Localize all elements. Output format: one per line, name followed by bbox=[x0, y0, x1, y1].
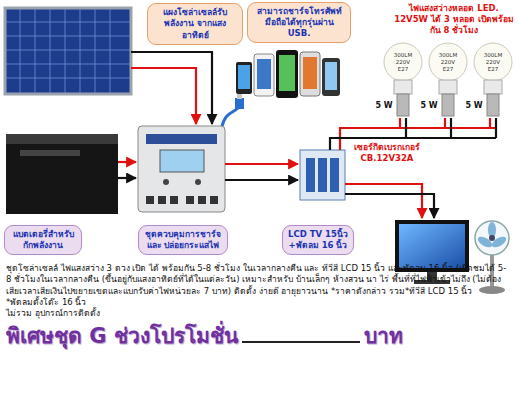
cable bbox=[222, 108, 238, 126]
bulb-base bbox=[442, 94, 454, 116]
phone-screen bbox=[325, 62, 337, 90]
usb-plug bbox=[235, 98, 244, 109]
phone-screen bbox=[238, 65, 250, 89]
callout-bubble: ชุดควบคุมการชาร์จ และ ปล่อยกระแสไฟ bbox=[138, 225, 228, 255]
battery bbox=[6, 134, 118, 214]
fan-hub bbox=[489, 235, 495, 241]
controller-button bbox=[195, 179, 201, 185]
bulb-neck bbox=[394, 80, 412, 94]
bulb-glass bbox=[384, 43, 422, 81]
promo-line: พิเศษชุด G ช่วงโปรโมชั่น บาท bbox=[6, 323, 512, 350]
wire bbox=[225, 179, 298, 181]
bulb-glass bbox=[474, 43, 512, 81]
breaker-box bbox=[300, 150, 345, 200]
wire bbox=[345, 194, 434, 218]
bulb-spec: 300LM 220V E27 bbox=[435, 52, 461, 73]
wire bbox=[400, 118, 490, 128]
wire bbox=[118, 177, 136, 179]
phone bbox=[236, 62, 252, 94]
bulb-spec: 300LM 220V E27 bbox=[480, 52, 506, 73]
note-line: ไม่รวม อุปกรณ์การติดตั้ง bbox=[6, 308, 512, 319]
callout-bubble: สามารถชาร์จโทรศัพท์ มือถือได้ทุกรุ่นผ่าน… bbox=[247, 2, 351, 43]
usb-cable bbox=[222, 94, 244, 126]
led-bulbs bbox=[384, 43, 512, 116]
fan-guard bbox=[475, 221, 509, 255]
controller-terminals bbox=[146, 196, 218, 204]
bulb-spec: 300LM 220V E27 bbox=[390, 52, 416, 73]
bubble-text: แผงโซล่าเซลล์รับพลังงาน จากแสงอาทิตย์ bbox=[153, 7, 237, 40]
wire bbox=[131, 52, 212, 124]
battery-badge bbox=[20, 150, 80, 156]
bulb-base bbox=[397, 94, 409, 116]
wattage-label: 5 W bbox=[419, 101, 439, 111]
wattage-label: 5 W bbox=[464, 101, 484, 111]
bubble-text: LCD TV 15นิ้ว +พัดลม 16 นิ้ว bbox=[288, 229, 348, 251]
text-block: ชุดโซล่าเซลล์ ไฟแสงสว่าง 3 ดวง เปิด ได้ … bbox=[6, 263, 512, 350]
solar-panel bbox=[5, 8, 131, 94]
callout-bubble: LCD TV 15นิ้ว +พัดลม 16 นิ้ว bbox=[282, 225, 354, 255]
circuit-breaker bbox=[300, 150, 345, 200]
phones bbox=[236, 50, 340, 98]
breaker-switch bbox=[330, 158, 339, 192]
bulb-base bbox=[487, 94, 499, 116]
wire bbox=[406, 118, 496, 138]
bubble-text: สามารถชาร์จโทรศัพท์ มือถือได้ทุกรุ่นผ่าน… bbox=[253, 6, 345, 39]
note-line: *พัดลมตั้งโต๊ะ 16 นิ้ว bbox=[6, 297, 512, 308]
charge-controller bbox=[138, 126, 225, 212]
controller-lcd bbox=[160, 150, 204, 172]
wire bbox=[131, 68, 196, 124]
callout-bubble: แผงโซล่าเซลล์รับพลังงาน จากแสงอาทิตย์ bbox=[147, 3, 243, 44]
tv-screen bbox=[399, 224, 465, 268]
phone-screen bbox=[303, 57, 317, 89]
phone bbox=[276, 50, 298, 98]
lcd-tv bbox=[395, 220, 469, 284]
led-note: ไฟแสงสว่างหลอด LED. 12V5W ได้ 3 หลอด เปิ… bbox=[394, 3, 514, 36]
wire bbox=[225, 163, 298, 165]
wire bbox=[345, 184, 422, 218]
battery-top bbox=[6, 134, 118, 144]
wire bbox=[118, 161, 136, 163]
bulb-neck bbox=[439, 80, 457, 94]
bulb-glass bbox=[429, 43, 467, 81]
phone bbox=[254, 54, 274, 96]
battery-body bbox=[6, 134, 118, 214]
promo-title: พิเศษชุด G ช่วงโปรโมชั่น bbox=[6, 323, 238, 350]
panel-frame bbox=[5, 8, 131, 94]
blank-underline bbox=[242, 323, 360, 343]
breaker-label: เซอร์กิตเบรกเกอร์ CB.12V32A bbox=[350, 142, 424, 164]
wiring bbox=[118, 52, 496, 218]
controller-body bbox=[138, 126, 225, 212]
breaker-switch bbox=[306, 158, 315, 192]
phone bbox=[322, 58, 340, 96]
controller-header bbox=[146, 134, 217, 144]
bubble-text: ชุดควบคุมการชาร์จ และ ปล่อยกระแสไฟ bbox=[144, 229, 222, 251]
bubble-text: แบตเตอรี่สำหรับ กักพลังงาน bbox=[10, 229, 76, 251]
breaker-switch bbox=[318, 158, 327, 192]
usb-plug bbox=[237, 94, 242, 99]
controller-button bbox=[163, 179, 169, 185]
phone-screen bbox=[257, 59, 271, 89]
fan-base bbox=[479, 286, 505, 294]
phone-screen bbox=[279, 55, 295, 91]
panel-grid bbox=[6, 9, 130, 93]
phone bbox=[300, 52, 320, 96]
callout-bubble: แบตเตอรี่สำหรับ กักพลังงาน bbox=[4, 225, 82, 255]
bulb-neck bbox=[484, 80, 502, 94]
wattage-label: 5 W bbox=[374, 101, 394, 111]
description-text: ชุดโซล่าเซลล์ ไฟแสงสว่าง 3 ดวง เปิด ได้ … bbox=[6, 263, 512, 297]
promo-unit: บาท bbox=[364, 323, 403, 350]
